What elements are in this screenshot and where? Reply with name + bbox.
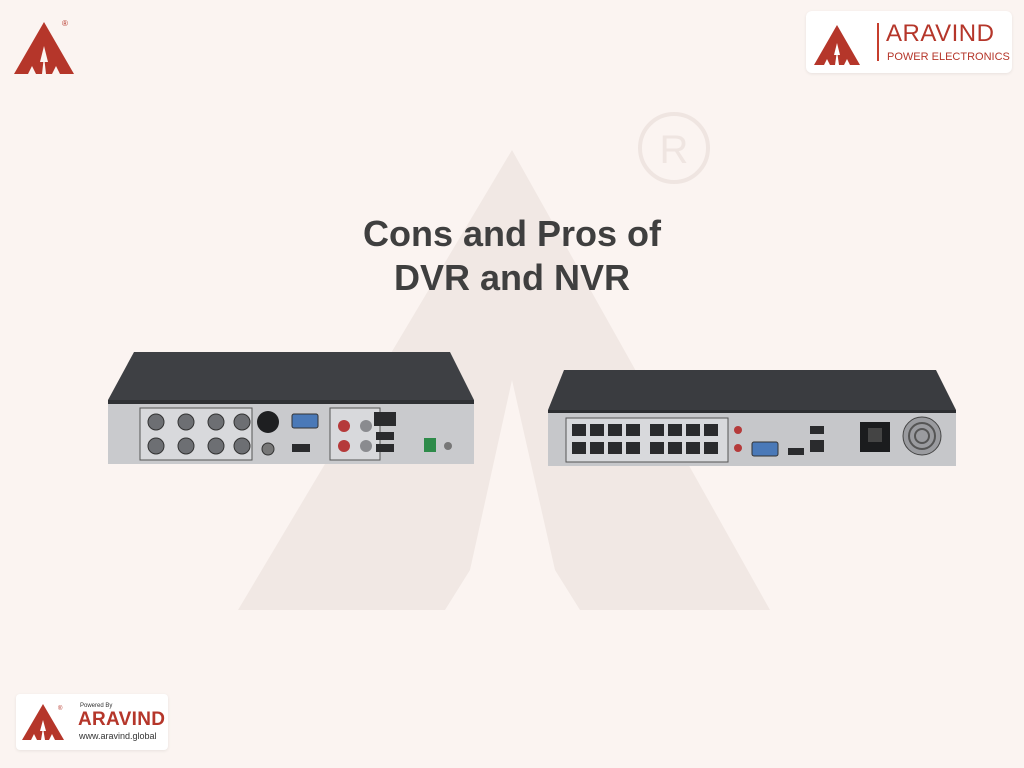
brand-logo-card: ARAVIND POWER ELECTRONICS [806,11,1012,73]
powered-by-label: Powered By [80,703,113,709]
powered-by-card: ® Powered By ARAVIND www.aravind.global [16,694,168,750]
powered-by-brand: ARAVIND [78,709,166,730]
website-url: www.aravind.global [79,731,157,741]
dvr-device-image [108,352,474,464]
svg-text:®: ® [58,705,63,712]
powered-by-logo-icon: ® [22,704,64,740]
title-line-1: Cons and Pros of [362,213,662,254]
brand-mark-icon [814,25,860,65]
brand-tagline: POWER ELECTRONICS [887,51,1010,63]
svg-text:R: R [660,128,689,172]
title-line-2: DVR and NVR [393,257,631,298]
corner-logo-icon: ® [14,19,74,74]
page-title: Cons and Pros of DVR and NVR [0,212,1024,300]
brand-name: ARAVIND [886,20,995,47]
brand-divider [877,23,879,61]
nvr-device-image [548,370,956,466]
svg-text:®: ® [62,19,68,28]
